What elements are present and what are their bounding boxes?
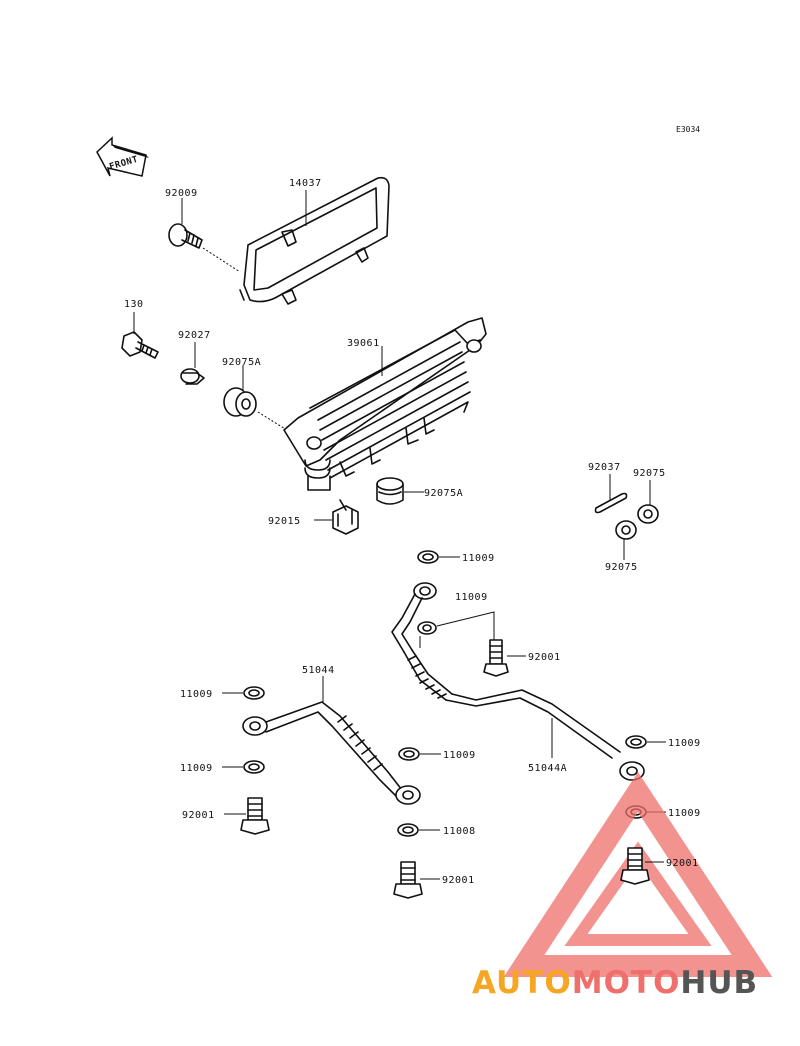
label-130: 130 xyxy=(124,299,144,310)
watermark-moto: MOTO xyxy=(572,965,681,1001)
label-11009-f: 11009 xyxy=(668,738,701,749)
washer-11009-f-icon xyxy=(625,735,647,749)
label-92037: 92037 xyxy=(588,462,621,473)
diagram-code: E3034 xyxy=(676,125,700,134)
grommet-92075a-top-icon xyxy=(223,387,257,417)
clip-92015-icon xyxy=(332,499,359,535)
bolt-92001-d-icon xyxy=(620,847,650,885)
label-92027: 92027 xyxy=(178,330,211,341)
washer-11009-e-icon xyxy=(243,760,265,774)
hose-51044a xyxy=(391,582,645,781)
automotohub-logo-icon xyxy=(503,771,773,977)
washer-11009-a-icon xyxy=(417,550,439,564)
bracket-14037 xyxy=(239,176,390,305)
label-92075a-bottom: 92075A xyxy=(424,488,463,499)
oil-cooler-39061 xyxy=(283,317,487,491)
label-11009-b: 11009 xyxy=(455,592,488,603)
label-14037: 14037 xyxy=(289,178,322,189)
watermark-auto: AUTO xyxy=(472,965,572,1001)
label-92015: 92015 xyxy=(268,516,301,527)
watermark-text: AUTOMOTOHUB xyxy=(472,965,758,1001)
label-92001-b: 92001 xyxy=(182,810,215,821)
grommet-92075a-bottom-icon xyxy=(376,477,404,505)
label-92001-a: 92001 xyxy=(528,652,561,663)
bolt-92009-icon xyxy=(168,223,203,249)
grommet-92075-right-icon xyxy=(637,504,659,524)
label-92075a-top: 92075A xyxy=(222,357,261,368)
bolt-130-icon xyxy=(121,331,159,359)
label-92001-d: 92001 xyxy=(666,858,699,869)
label-92075-right: 92075 xyxy=(633,468,666,479)
pin-92037-icon xyxy=(594,492,628,514)
label-39061: 39061 xyxy=(347,338,380,349)
label-92075-below: 92075 xyxy=(605,562,638,573)
washer-11009-b-icon xyxy=(417,621,437,635)
washer-11008-icon xyxy=(397,823,419,837)
label-51044: 51044 xyxy=(302,665,335,676)
washer-11009-d-icon xyxy=(398,747,420,761)
label-11009-a: 11009 xyxy=(462,553,495,564)
label-92001-c: 92001 xyxy=(442,875,475,886)
bolt-92001-c-icon xyxy=(393,861,423,899)
label-11009-d: 11009 xyxy=(443,750,476,761)
collar-92027-icon xyxy=(180,368,205,385)
label-92009: 92009 xyxy=(165,188,198,199)
front-arrow-icon: FRONT xyxy=(96,136,149,177)
grommet-92075-below-icon xyxy=(615,520,637,540)
label-11009-g: 11009 xyxy=(668,808,701,819)
bolt-92001-a-icon xyxy=(483,639,509,677)
bolt-92001-b-icon xyxy=(240,797,270,835)
label-11009-e: 11009 xyxy=(180,763,213,774)
washer-11009-c-icon xyxy=(243,686,265,700)
label-11009-c: 11009 xyxy=(180,689,213,700)
label-51044a: 51044A xyxy=(528,763,567,774)
watermark-hub: HUB xyxy=(680,965,758,1001)
hose-51044 xyxy=(242,701,421,805)
label-11008: 11008 xyxy=(443,826,476,837)
